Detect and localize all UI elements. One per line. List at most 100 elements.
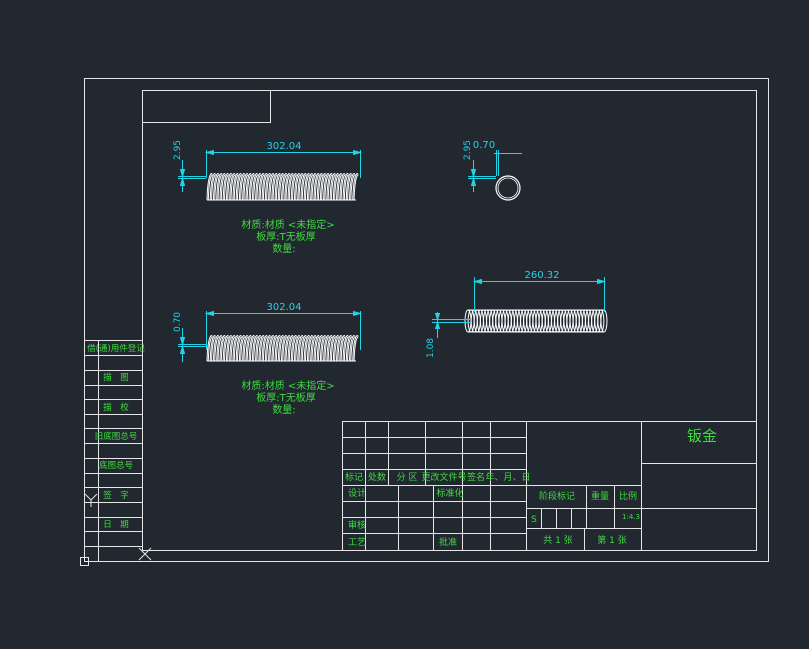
spring-coil (290, 173, 298, 201)
spring-coil (290, 335, 298, 362)
thickness-label-top: 板厚:T无板厚 (256, 230, 315, 243)
spring-coil (219, 335, 227, 362)
dim-height-top: 2.95 (173, 140, 183, 160)
title-header-mark: 标记 (345, 471, 363, 483)
spring-coil (310, 335, 317, 362)
spring-coil (271, 173, 278, 201)
spring-coil (326, 173, 333, 201)
dim-length-iso: 260.32 (525, 270, 560, 281)
spring-end-view[interactable]: 0.70 2.95 (463, 140, 522, 201)
spring-coil (209, 335, 217, 362)
spring-coil (268, 335, 275, 362)
spring-coil (271, 335, 278, 362)
spring-coil (342, 173, 350, 201)
left-strip-item: 签 字 (103, 490, 129, 501)
spring-coil (281, 173, 288, 201)
spring-coil (264, 335, 272, 362)
left-strip-item: 借(通)用件登记 (87, 343, 145, 354)
spring-coil (274, 173, 282, 201)
spring-coil (329, 173, 337, 201)
spring-coil (274, 335, 282, 362)
spring-coil (303, 173, 311, 201)
spring-coil (206, 335, 214, 362)
spring-coil (319, 335, 327, 362)
spring-coil (336, 173, 343, 201)
spring-coil (300, 335, 308, 362)
dim-length-bottom: 302.04 (267, 302, 302, 313)
title-sheet-no: 第 1 张 (597, 534, 626, 546)
left-strip (84, 340, 143, 562)
spring-coil (293, 335, 301, 362)
spring-coil (332, 173, 340, 201)
spring-coil (293, 173, 301, 201)
left-strip-item: 日 期 (103, 520, 129, 530)
spring-coil (206, 173, 214, 201)
title-design-label: 设计 (348, 487, 366, 499)
spring-coil (339, 335, 346, 362)
spring-coil (238, 173, 246, 201)
spring-coil (212, 335, 220, 362)
spring-coil (281, 335, 288, 362)
material-label-top: 材质:材质 <未指定> (241, 218, 334, 231)
spring-side-view-bottom[interactable]: 302.04 0.70 材质:材质 <未指定> 板厚:T无板厚 数量: (173, 302, 363, 416)
spring-coil (319, 173, 327, 201)
title-weight-label: 重量 (591, 490, 609, 502)
spring-coil (219, 173, 227, 201)
spring-coil (255, 335, 262, 362)
spring-coil (316, 173, 324, 201)
left-strip-item: 描 校 (103, 402, 129, 413)
spring-coil (212, 173, 220, 201)
spring-coil (345, 173, 353, 201)
thickness-label-bottom: 板厚:T无板厚 (256, 391, 315, 404)
spring-coil (352, 335, 359, 362)
spring-coil (336, 335, 343, 362)
title-header-date: 年、月、日 (485, 471, 530, 483)
quantity-label-bottom: 数量: (272, 403, 295, 416)
spring-coil (261, 335, 269, 362)
title-scale-value: 1:4.3 (622, 513, 640, 521)
spring-coil (232, 335, 240, 362)
spring-coil (235, 173, 243, 201)
title-sheets-total: 共 1 张 (543, 535, 572, 546)
spring-coil (284, 335, 291, 362)
spring-side-view-top[interactable]: 302.04 2.95 材质:材质 <未指定> 板厚:T无板厚 数量: (173, 140, 363, 255)
spring-coil (303, 335, 311, 362)
spring-coil (251, 335, 259, 362)
spring-coil (306, 335, 314, 362)
title-scale-label: 比例 (619, 490, 637, 502)
spring-coil (345, 335, 353, 362)
spring-coil (297, 335, 304, 362)
spring-coil (229, 335, 236, 362)
spring-coil (209, 173, 217, 201)
spring-coil (313, 335, 321, 362)
quantity-label-top: 数量: (272, 242, 295, 255)
spring-coil (329, 335, 337, 362)
dim-length-top: 302.04 (267, 141, 302, 152)
spring-coil (339, 173, 346, 201)
material-label-bottom: 材质:材质 <未指定> (241, 379, 334, 392)
spring-iso-view[interactable]: 260.32 1.08 (426, 270, 608, 358)
spring-coil (287, 173, 295, 201)
spring-coil (264, 173, 272, 201)
dim-width-end: 0.70 (473, 140, 495, 151)
spring-coil (245, 173, 253, 201)
spring-coil (232, 173, 240, 201)
spring-coil (248, 173, 256, 201)
left-strip-item: 底图总号 (99, 460, 133, 471)
spring-coil (216, 335, 223, 362)
left-strip-item: 旧底图总号 (95, 431, 138, 442)
title-stage-s: S (531, 515, 537, 525)
title-block (342, 421, 757, 551)
left-strip-item: 描 图 (103, 372, 129, 383)
spring-coil (277, 173, 285, 201)
spring-coil (287, 335, 295, 362)
spring-coil (323, 173, 330, 201)
dim-height-iso: 1.08 (426, 338, 436, 358)
title-review-label: 审核 (348, 519, 366, 531)
spring-coil (342, 335, 350, 362)
spring-coil (229, 173, 236, 201)
dim-height-end: 2.95 (463, 140, 473, 160)
spring-coil (297, 173, 304, 201)
spring-coil (300, 173, 308, 201)
